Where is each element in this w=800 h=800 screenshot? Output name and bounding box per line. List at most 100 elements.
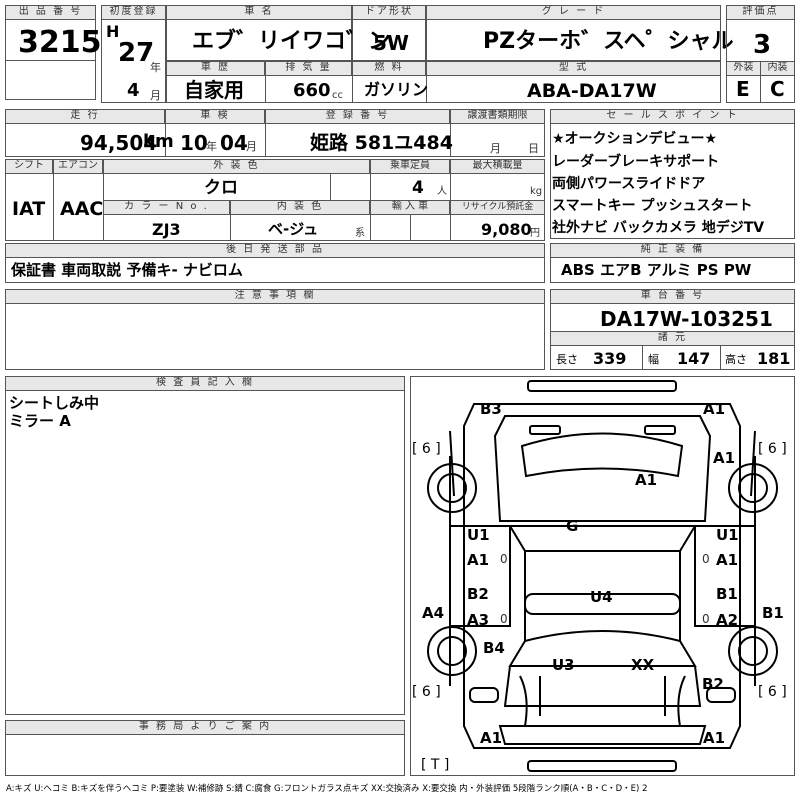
diagram-label: U3 [552,656,575,674]
overall-score: 3 [753,30,772,60]
recycle-header: リサイクル預託金 [450,200,545,215]
exterior-color: クロ [204,178,238,198]
car-outline-diagram [427,380,778,772]
diagram-label: A2 [716,611,739,629]
lot-number-header: 出 品 番 号 [5,5,96,20]
registration-year: 27 [118,38,155,68]
door-type: 5W [373,31,409,55]
recycle-fee: 9,080 [481,220,532,239]
inspector-header: 検 査 員 記 入 欄 [5,376,405,391]
office-header: 事 務 局 よ り ご 案 内 [5,720,405,735]
registration-month: 4 [127,80,140,101]
damage-diagram [410,376,795,776]
inspection-month: 04 [220,131,248,155]
history-header: 車 歴 [166,61,265,76]
aircon-header: エアコン [53,159,103,174]
aircon-type: AAC [60,198,104,220]
later-parts-header: 後 日 発 送 部 品 [5,243,545,258]
diagram-label: B3 [480,400,502,418]
diagram-label: A1 [716,551,739,569]
diagram-label: B2 [702,675,724,693]
chassis-number: DA17W-103251 [600,307,773,331]
door-header: ドア形状 [352,5,426,20]
sales-point: 両側パワースライドドア [552,176,706,192]
interior-color: ベ-ジュ [268,220,319,238]
inspector-note: シートしみ中 [9,394,100,412]
int-color-header: 内 装 色 [230,200,370,215]
color-number: ZJ3 [152,220,181,239]
interior-score: C [770,77,785,101]
diagram-label: A3 [467,611,490,629]
displacement: 660 [293,80,331,101]
car-name-header: 車 名 [166,5,352,20]
sales-point: レーダーブレーキサポート [552,154,720,170]
diagram-label: G [566,517,579,535]
capacity-header: 乗車定員 [370,159,450,174]
diagram-label: A1 [467,551,490,569]
score-header: 評価点 [726,5,795,20]
inspector-note: ミラー A [9,412,71,430]
diagram-label: XX [631,656,655,674]
interior-header: 内装 [760,61,795,76]
mileage: 94,504 [80,131,158,155]
sales-point: スマートキー プッシュスタート [552,198,753,214]
import-header: 輸 入 車 [370,200,450,215]
ext-color-header: 外 装 色 [103,159,370,174]
diagram-label: A1 [713,449,736,467]
diagram-label: B4 [483,639,505,657]
shift-type: IAT [12,198,46,220]
legend: A:キズ U:ヘコミ B:キズを伴うヘコミ P:要塗装 W:補修跡 S:錆 C:… [6,784,648,794]
spare-tire: [ T ] [421,757,450,773]
max-load-header: 最大積載量 [450,159,545,174]
diagram-label: B1 [762,604,784,622]
tire-front-right: [ 6 ] [758,684,787,700]
diagram-label: B1 [716,585,738,603]
tire-rear-right: [ 6 ] [758,441,787,457]
diagram-label: U4 [590,588,613,606]
equipment-header: 純 正 装 備 [550,243,795,258]
fuel: ガソリン [364,80,429,99]
transfer-header: 譲渡書類期限 [450,109,545,124]
sales-points-header: セ ー ル ス ポ イ ン ト [550,109,795,124]
sales-point: ★オークションデビュー★ [552,131,718,147]
tire-rear-left: [ 6 ] [412,441,441,457]
exterior-score: E [736,77,750,101]
grade: PZターホ゛スヘ゜シャル [483,29,734,54]
width: 147 [677,349,711,368]
car-history: 自家用 [184,78,244,102]
grade-header: グ レ ー ド [426,5,721,20]
diagram-label: U1 [467,526,490,544]
mileage-header: 走 行 [5,109,165,124]
tire-front-left: [ 6 ] [412,684,441,700]
diagram-label: A1 [703,400,726,418]
registration-number: 姫路 581ユ484 [310,132,453,154]
lot-number: 3215 [18,25,102,60]
diagram-label: A1 [703,729,726,747]
inspection-header: 車 検 [165,109,265,124]
fuel-header: 燃 料 [352,61,426,76]
equipment: ABS エアB アルミ PS PW [561,261,752,279]
height: 181 [757,349,791,368]
notes-header: 注 意 事 項 欄 [5,289,545,304]
length: 339 [593,349,627,368]
specs-header: 諸 元 [550,331,795,346]
inspection-year: 10 [180,131,208,155]
diagram-label: A1 [635,471,658,489]
diagram-label: A4 [422,604,445,622]
diagram-label: B2 [467,585,489,603]
model-header: 型 式 [426,61,721,76]
displacement-header: 排 気 量 [265,61,352,76]
shift-header: シフト [5,159,53,174]
capacity: 4 [412,178,424,198]
registration-header: 登 録 番 号 [265,109,450,124]
diagram-label: A1 [480,729,503,747]
color-no-header: カ ラ ー N o . [103,200,230,215]
model-code: ABA-DA17W [527,80,657,102]
era-symbol: H [106,22,120,41]
chassis-header: 車 台 番 号 [550,289,795,304]
later-parts: 保証書 車両取説 予備キ- ナビロム [11,261,243,279]
diagram-label: U1 [716,526,739,544]
car-name: エブ゛リイワコ゛ン [192,29,391,54]
exterior-header: 外装 [726,61,761,76]
first-registration-header: 初度登録 [101,5,166,20]
